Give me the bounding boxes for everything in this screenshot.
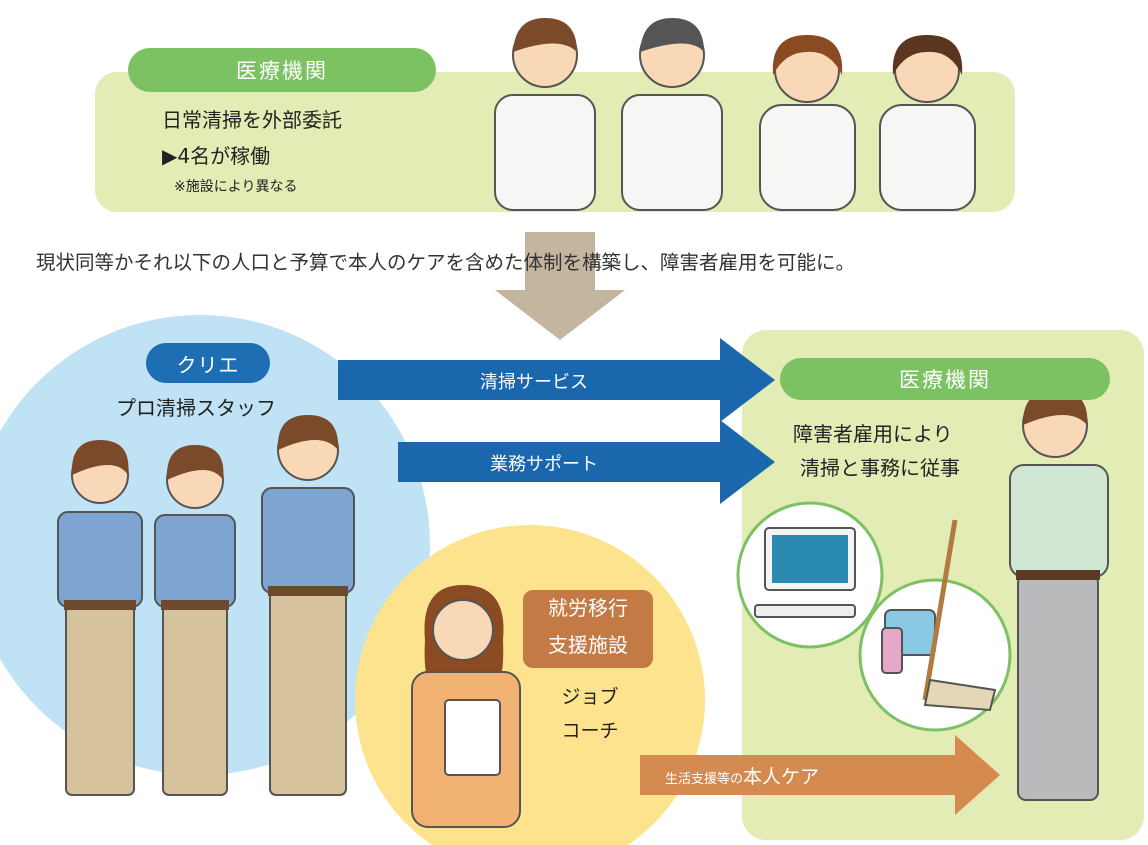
care-large-label: 本人ケア bbox=[743, 766, 820, 788]
middle-caption: 現状同等かそれ以下の人口と予算で本人のケアを含めた体制を構築し、障害者雇用を可能… bbox=[36, 251, 856, 274]
cleaning-service-arrow bbox=[338, 338, 775, 422]
crie-badge-label: クリエ bbox=[176, 352, 240, 377]
top-staff-group bbox=[494, 18, 976, 211]
care-arrow-label: 生活支援等の本人ケア bbox=[665, 762, 819, 789]
down-arrow bbox=[495, 232, 625, 340]
job-coach-figure bbox=[411, 585, 521, 828]
crie-badge: クリエ bbox=[146, 343, 270, 383]
job-coach-line1: ジョブ bbox=[561, 686, 619, 708]
job-coach-label: ジョブ コーチ bbox=[545, 680, 635, 748]
care-arrow bbox=[640, 735, 1000, 815]
facility-line1: 就労移行 bbox=[548, 596, 628, 620]
top-medical-badge: 医療機関 bbox=[128, 48, 436, 92]
right-medical-badge: 医療機関 bbox=[780, 358, 1110, 400]
top-medical-badge-label: 医療機関 bbox=[236, 59, 328, 83]
job-coach-line2: コーチ bbox=[561, 720, 619, 742]
right-line2: 清掃と事務に従事 bbox=[800, 456, 960, 480]
business-support-arrow bbox=[398, 420, 775, 504]
crie-subtitle: プロ清掃スタッフ bbox=[116, 396, 276, 420]
top-note: ※施設により異なる bbox=[174, 179, 298, 195]
business-support-label: 業務サポート bbox=[490, 454, 598, 475]
top-line1: 日常清掃を外部委託 bbox=[162, 108, 342, 132]
computer-icon bbox=[736, 501, 884, 649]
right-medical-badge-label: 医療機関 bbox=[899, 368, 991, 392]
top-line2: ▶4名が稼働 bbox=[162, 144, 271, 168]
cleaning-service-label: 清掃サービス bbox=[480, 372, 588, 393]
crie-staff-group bbox=[57, 415, 355, 796]
right-line1: 障害者雇用により bbox=[793, 422, 953, 446]
right-employee-figure bbox=[1009, 390, 1109, 801]
facility-line2: 支援施設 bbox=[548, 633, 628, 657]
care-small-label: 生活支援等の bbox=[665, 772, 744, 787]
facility-badge: 就労移行 支援施設 bbox=[523, 590, 653, 668]
cleaning-tools-icon bbox=[858, 519, 1012, 732]
